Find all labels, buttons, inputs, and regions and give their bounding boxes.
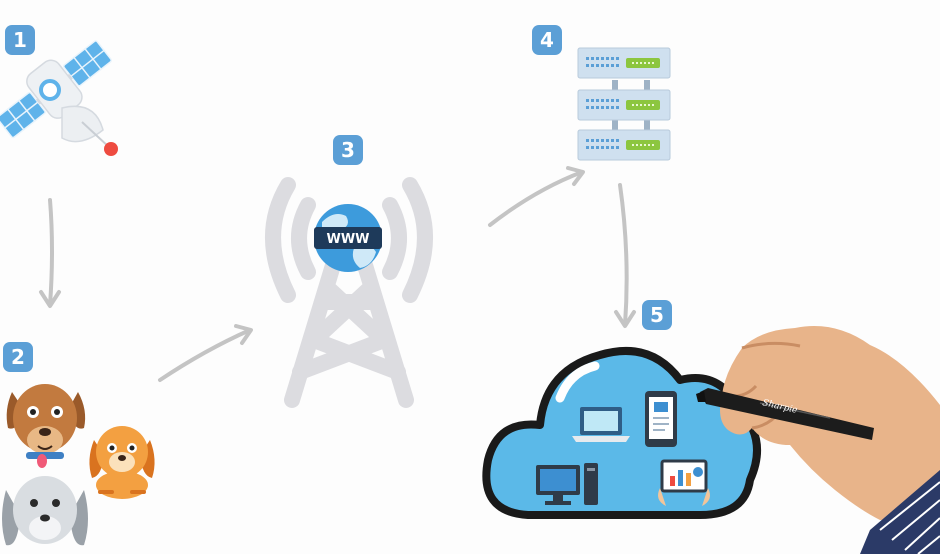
brown-dog [6,384,86,468]
orange-puppy [89,426,155,499]
analytics-tablet-icon [658,459,710,506]
arrow-2-to-3 [158,324,253,382]
arrow-4-to-5 [614,183,636,328]
arrow-1-to-2 [39,198,61,308]
tablet-icon [645,391,677,447]
step-badge-4: 4 [532,25,562,55]
grey-dog [2,476,88,546]
step-badge-5: 5 [642,300,672,330]
globe-label: WWW [326,232,369,247]
arrow-3-to-4 [488,166,585,227]
step-badge-3: 3 [333,135,363,165]
cloud-devices-icon [482,346,761,519]
satellite-icon [0,40,118,156]
dogs-icon [2,384,155,546]
globe-icon [314,204,382,272]
flow-arrows [39,166,636,382]
server-unit-1 [577,47,671,79]
server-unit-3 [577,129,671,161]
server-unit-2 [577,89,671,121]
step-badge-2: 2 [3,342,33,372]
antenna-tower-icon [265,177,433,408]
desktop-computer-icon [536,463,598,505]
marker-icon [696,388,874,440]
laptop-icon [572,407,630,442]
server-rack-icon [577,47,671,161]
step-badge-1: 1 [5,25,35,55]
hand-with-marker [696,326,940,554]
